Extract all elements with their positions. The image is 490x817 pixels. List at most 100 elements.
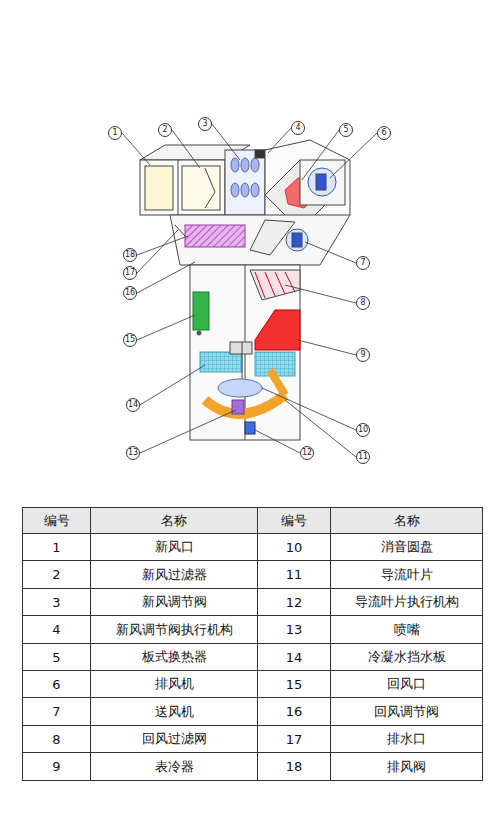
table-cell: 板式换热器 (90, 643, 258, 671)
table-cell-text: 新风调节阀执行机构 (116, 621, 233, 639)
table-cell: 新风过滤器 (90, 560, 258, 589)
callout-circle: 2 (158, 123, 172, 137)
callout-circle: 11 (356, 450, 370, 464)
callout-circle: 12 (300, 446, 314, 460)
table-cell: 13 (257, 615, 331, 644)
callout-number: 16 (125, 289, 135, 297)
table-header-cell: 名称 (330, 507, 483, 534)
table-cell-text: 新风调节阀 (142, 593, 207, 611)
table-cell: 新风调节阀 (90, 588, 258, 616)
callout-number: 7 (360, 259, 365, 267)
table-cell: 新风口 (90, 533, 258, 561)
table-cell-text: 9 (52, 759, 60, 774)
table-cell-text: 回风调节阀 (374, 703, 439, 721)
table-cell-text: 导流叶片执行机构 (355, 593, 459, 611)
table-cell-text: 新风口 (155, 538, 194, 556)
callout-number: 4 (295, 124, 300, 132)
callout-circle: 3 (198, 117, 212, 131)
callout-circle: 10 (356, 423, 370, 437)
table-cell: 16 (257, 697, 331, 726)
table-header-cell: 名称 (90, 507, 258, 534)
callout-circle: 13 (126, 446, 140, 460)
callout-number: 12 (302, 449, 312, 457)
callout-circle: 14 (126, 398, 140, 412)
table-cell: 送风机 (90, 697, 258, 726)
table-cell-text: 12 (286, 595, 303, 610)
table-cell: 排水口 (330, 725, 483, 753)
table-cell-text: 2 (52, 567, 60, 582)
table-cell: 3 (22, 588, 91, 616)
callout-circle: 5 (339, 123, 353, 137)
callout-number: 9 (360, 351, 365, 359)
table-cell: 导流叶片执行机构 (330, 588, 483, 616)
table-cell: 10 (257, 533, 331, 561)
callout-number: 15 (125, 336, 135, 344)
table-cell-text: 7 (52, 704, 60, 719)
table-cell-text: 导流叶片 (381, 566, 433, 584)
table-cell-text: 排风机 (155, 675, 194, 693)
callout-circle: 17 (123, 266, 137, 280)
table-cell: 15 (257, 670, 331, 698)
table-cell-text: 回风过滤网 (142, 730, 207, 748)
table-header-text: 名称 (161, 512, 187, 530)
callout-number: 2 (162, 126, 167, 134)
table-cell-text: 8 (52, 732, 60, 747)
callout-number: 13 (128, 449, 138, 457)
table-cell: 排风阀 (330, 752, 483, 781)
callout-circle: 15 (123, 333, 137, 347)
table-cell: 9 (22, 752, 91, 781)
table-cell: 消音圆盘 (330, 533, 483, 561)
table-cell: 排风机 (90, 670, 258, 698)
callout-circle: 8 (356, 296, 370, 310)
callout-number: 3 (202, 120, 207, 128)
table-cell-text: 17 (286, 732, 303, 747)
table-cell: 回风口 (330, 670, 483, 698)
callout-number: 14 (128, 401, 138, 409)
table-cell-text: 排风阀 (387, 758, 426, 776)
table-cell-text: 11 (286, 567, 303, 582)
table-cell: 2 (22, 560, 91, 589)
callout-circle: 16 (123, 286, 137, 300)
table-cell-text: 消音圆盘 (381, 538, 433, 556)
table-header-text: 编号 (44, 512, 70, 530)
table-cell: 表冷器 (90, 752, 258, 781)
table-cell: 1 (22, 533, 91, 561)
table-cell: 11 (257, 560, 331, 589)
table-cell: 8 (22, 725, 91, 753)
callout-number: 18 (125, 251, 135, 259)
table-cell: 回风过滤网 (90, 725, 258, 753)
table-cell: 7 (22, 697, 91, 726)
table-cell-text: 送风机 (155, 703, 194, 721)
table-cell: 冷凝水挡水板 (330, 643, 483, 671)
table-cell-text: 5 (52, 650, 60, 665)
table-header-cell: 编号 (22, 507, 91, 534)
table-cell: 14 (257, 643, 331, 671)
callout-circle: 18 (123, 248, 137, 262)
callout-number: 6 (381, 129, 386, 137)
callout-number: 8 (360, 299, 365, 307)
table-cell: 回风调节阀 (330, 697, 483, 726)
table-cell-text: 1 (52, 540, 60, 555)
table-cell-text: 10 (286, 540, 303, 555)
table-cell: 喷嘴 (330, 615, 483, 644)
table-cell-text: 新风过滤器 (142, 566, 207, 584)
table-cell-text: 回风口 (387, 675, 426, 693)
callout-circle: 9 (356, 348, 370, 362)
callout-circle: 6 (377, 126, 391, 140)
table-cell: 导流叶片 (330, 560, 483, 589)
table-cell-text: 表冷器 (155, 758, 194, 776)
table-cell-text: 13 (286, 622, 303, 637)
table-header-text: 名称 (394, 512, 420, 530)
table-cell-text: 15 (286, 677, 303, 692)
table-cell-text: 4 (52, 622, 60, 637)
callout-number: 1 (112, 129, 117, 137)
callout-number: 5 (343, 126, 348, 134)
table-cell: 4 (22, 615, 91, 644)
callout-circle: 4 (291, 121, 305, 135)
table-header-text: 编号 (281, 512, 307, 530)
table-cell-text: 3 (52, 595, 60, 610)
table-cell-text: 6 (52, 677, 60, 692)
table-cell-text: 喷嘴 (394, 621, 420, 639)
table-cell: 6 (22, 670, 91, 698)
